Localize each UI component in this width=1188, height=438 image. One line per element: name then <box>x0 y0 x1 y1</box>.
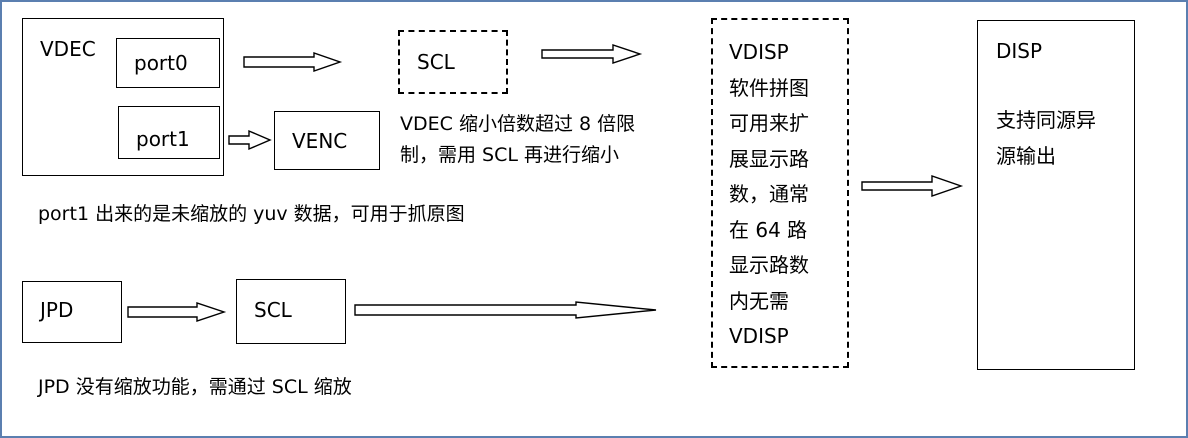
arrow-port1-to-venc <box>228 129 272 151</box>
jpd-note: JPD 没有缩放功能，需通过 SCL 缩放 <box>38 376 352 398</box>
disp-text: 支持同源异 源输出 <box>996 103 1096 174</box>
scl-top-box <box>398 30 508 94</box>
port0-box <box>116 38 220 88</box>
vdisp-line: 展显示路 <box>729 146 809 171</box>
port1-label: port1 <box>136 127 190 151</box>
port0-label: port0 <box>134 51 188 75</box>
scl-note-line: 制，需用 SCL 再进行缩小 <box>400 144 619 166</box>
vdisp-line: 软件拼图 <box>729 75 809 100</box>
vdisp-line: 可用来扩 <box>729 111 809 135</box>
vdisp-box <box>711 18 849 368</box>
port1-note: port1 出来的是未缩放的 yuv 数据，可用于抓原图 <box>38 203 465 225</box>
disp-title: DISP <box>996 39 1043 63</box>
arrow-scl-bottom-to-vdisp <box>354 301 657 319</box>
jpd-label: JPD <box>40 298 74 322</box>
vdec-label: VDEC <box>40 37 96 61</box>
scl-bottom-label: SCL <box>254 298 292 322</box>
scl-note: VDEC 缩小倍数超过 8 倍限 制，需用 SCL 再进行缩小 <box>400 109 635 171</box>
vdisp-line: VDISP <box>729 40 789 64</box>
vdisp-text: VDISP 软件拼图 可用来扩 展显示路 数，通常 在 64 路 显示路数 内无… <box>729 35 809 355</box>
vdisp-line: 显示路数 <box>729 253 809 277</box>
vdisp-line: VDISP <box>729 324 789 348</box>
arrow-jpd-to-scl <box>127 302 227 322</box>
disp-line: 支持同源异 <box>996 108 1096 132</box>
venc-box <box>274 111 380 170</box>
arrow-scl-to-vdisp <box>541 44 643 64</box>
jpd-box <box>22 281 122 343</box>
venc-label: VENC <box>292 129 348 153</box>
disp-box <box>977 20 1135 370</box>
vdisp-line: 在 64 路 <box>729 217 808 242</box>
disp-line: 源输出 <box>996 143 1056 168</box>
arrow-port0-to-scl <box>243 52 343 72</box>
arrow-vdisp-to-disp <box>861 175 964 197</box>
scl-bottom-box <box>236 279 346 344</box>
vdisp-line: 数，通常 <box>729 182 809 206</box>
port1-box <box>118 106 220 159</box>
scl-note-line: VDEC 缩小倍数超过 8 倍限 <box>400 113 636 135</box>
scl-top-label: SCL <box>417 50 455 74</box>
vdisp-line: 内无需 <box>729 288 789 313</box>
